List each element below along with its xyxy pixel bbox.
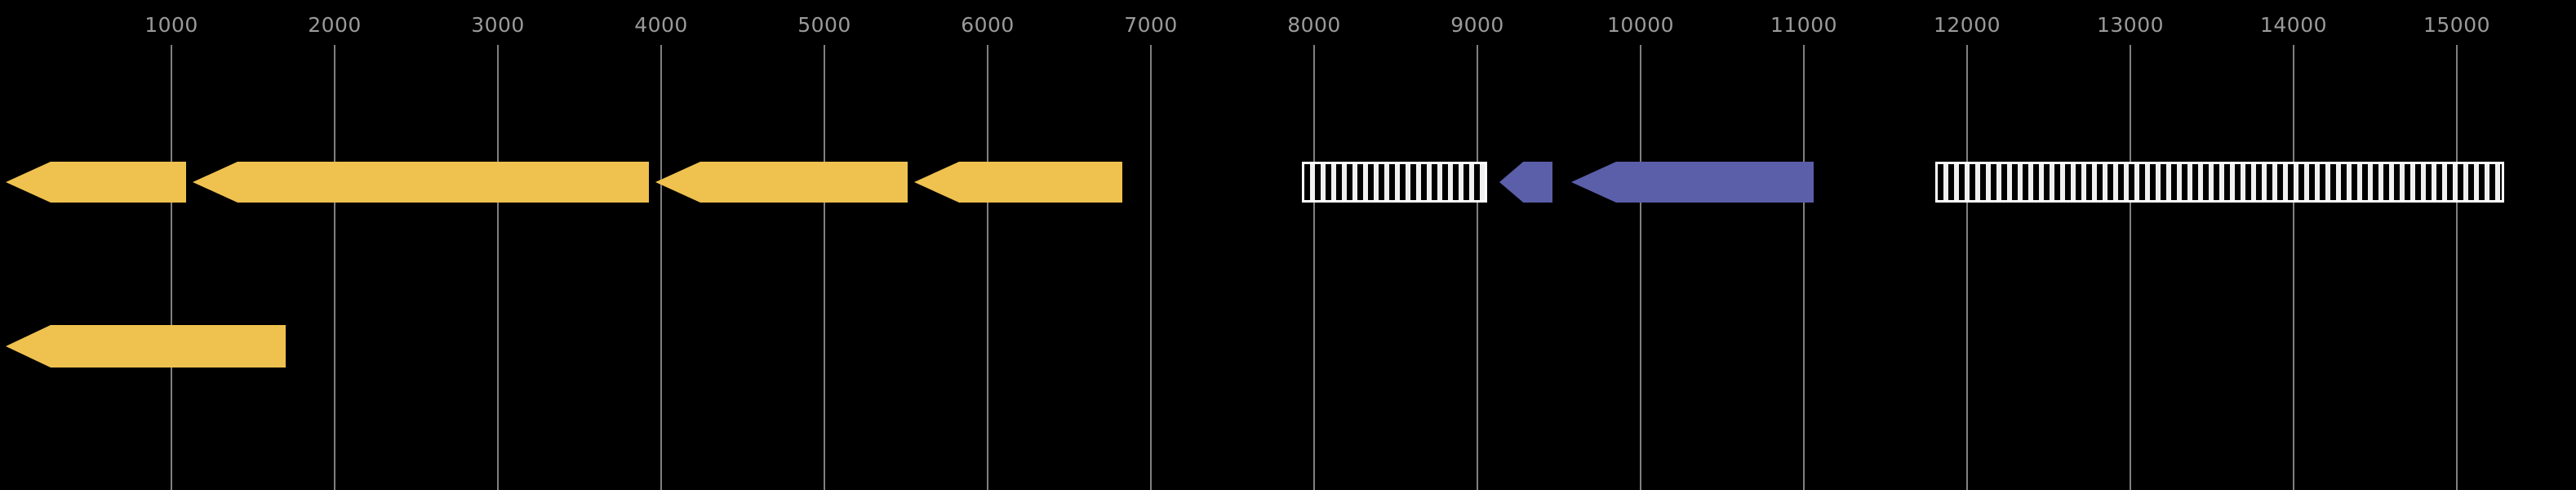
ruler-gridline [824,45,825,490]
ruler-gridline [660,45,662,490]
ruler-tick-label: 12000 [1933,13,2001,37]
feature-4[interactable] [914,162,1122,203]
ruler-gridline [1803,45,1805,490]
ruler-tick-label: 11000 [1770,13,1838,37]
ruler-gridline [2130,45,2131,490]
ruler-tick-label: 7000 [1124,13,1178,37]
feature-2[interactable] [193,162,649,203]
ruler-tick-label: 15000 [2423,13,2491,37]
ruler-tick-label: 10000 [1606,13,1675,37]
ruler-tick-label: 14000 [2259,13,2328,37]
ruler-tick-label: 6000 [961,13,1015,37]
feature-7[interactable] [1571,162,1814,203]
ruler-gridline [1640,45,1641,490]
ruler-tick-label: 9000 [1450,13,1504,37]
ruler-tick-label: 3000 [471,13,525,37]
ruler-tick-label: 13000 [2096,13,2165,37]
ruler-gridline [2293,45,2294,490]
track-1 [0,162,2576,203]
feature-6[interactable] [1499,162,1552,203]
track-2 [0,325,2576,368]
feature-1[interactable] [6,162,186,203]
ruler-tick-label: 4000 [634,13,688,37]
ruler-gridline [1313,45,1315,490]
feature-3[interactable] [655,162,908,203]
ruler-gridline [987,45,988,490]
feature-5[interactable] [1302,162,1487,203]
ruler-tick-label: 2000 [308,13,362,37]
feature-8[interactable] [1935,162,2504,203]
ruler-gridline [497,45,499,490]
ruler-tick-label: 8000 [1287,13,1341,37]
ruler-gridline [1150,45,1152,490]
ruler-gridline [1477,45,1478,490]
ruler-gridline [334,45,335,490]
feature-9[interactable] [6,325,286,368]
ruler-tick-label: 5000 [797,13,851,37]
ruler-gridline [1966,45,1968,490]
ruler-gridline [171,45,172,490]
ruler-tick-label: 1000 [144,13,198,37]
ruler-gridline [2456,45,2458,490]
